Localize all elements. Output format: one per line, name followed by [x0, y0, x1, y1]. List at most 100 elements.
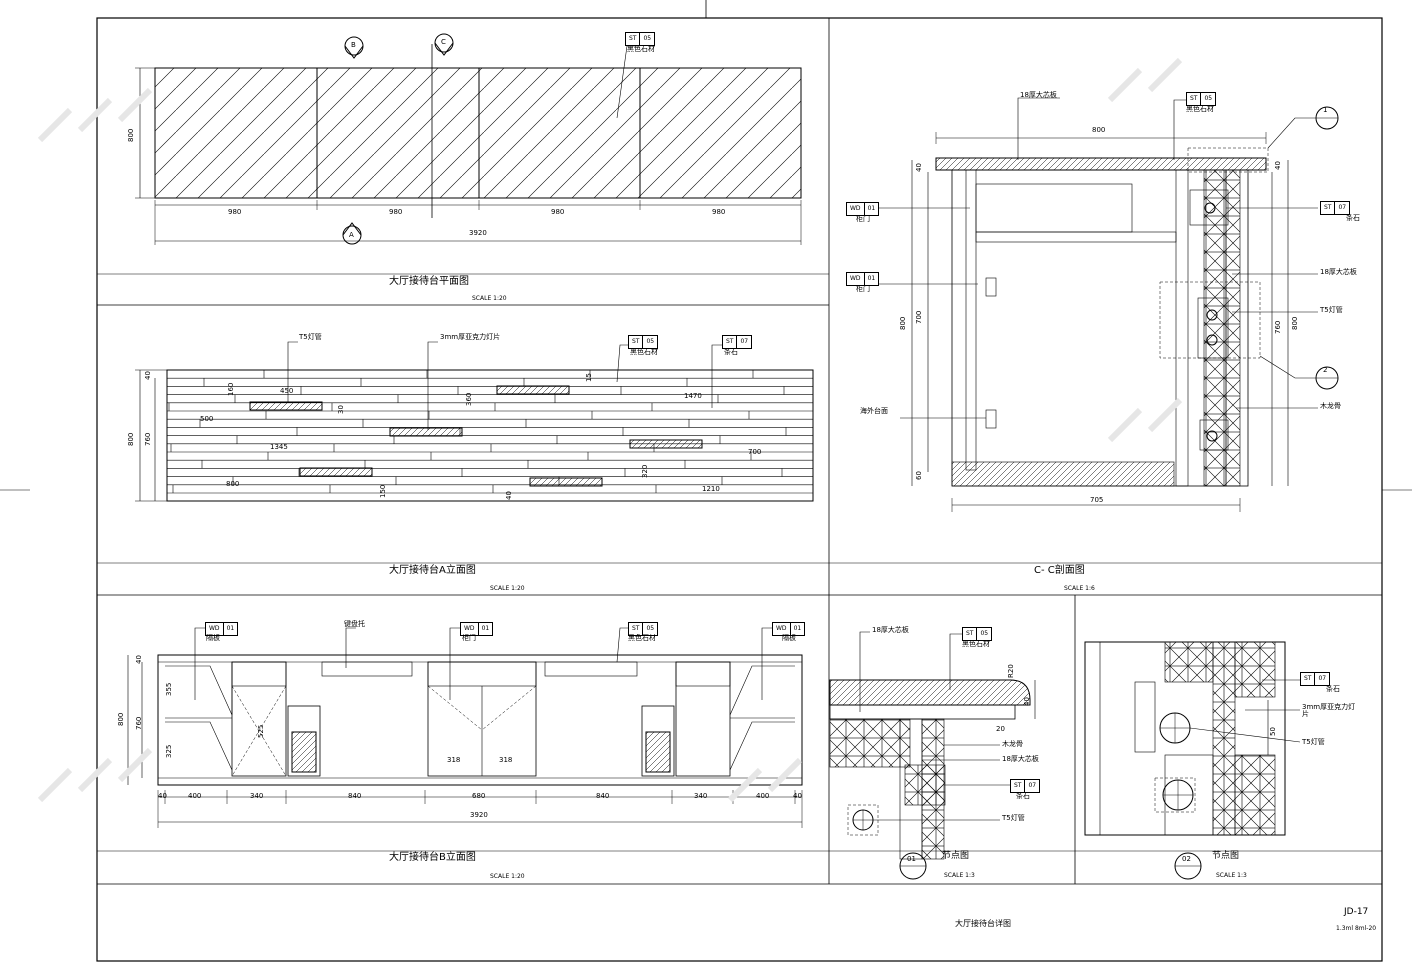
tag-code: WD — [206, 623, 224, 635]
tag-code: ST — [629, 623, 644, 635]
plan-height-dim: 800 — [127, 128, 135, 142]
tag-number: 05 — [646, 338, 655, 345]
tag-code: ST — [1321, 202, 1336, 214]
plan-total-dim: 3920 — [469, 229, 487, 237]
elev-b-tag-wd01-b: WD 01 — [460, 622, 494, 636]
plan-view — [135, 33, 802, 245]
d2-number: 02 — [1182, 855, 1191, 863]
elev-a-dim-1210: 1210 — [702, 485, 720, 493]
section-mark-b: B — [351, 41, 356, 49]
elev-b-dim-318-l: 318 — [447, 756, 461, 764]
plan-material-label: 黑色石材 — [627, 45, 655, 53]
elev-a-dim-40: 40 — [505, 491, 513, 500]
cc-dim-40: 40 — [915, 163, 923, 172]
elev-b-tag-st05: ST 05 — [628, 622, 659, 636]
cc-note-keel: 木龙骨 — [1320, 402, 1341, 410]
elev-a-dim-320: 320 — [641, 464, 649, 478]
elev-a-tag-st05: ST 05 — [628, 335, 659, 349]
cc-note-board: 18厚大芯板 — [1020, 91, 1057, 99]
detail-01-view — [829, 631, 1036, 880]
cc-circle-2: 2 — [1323, 366, 1328, 374]
elev-b-height-800: 800 — [117, 712, 125, 726]
cc-dim-height: 800 — [899, 316, 907, 330]
cc-dim-760: 760 — [1274, 320, 1282, 334]
elev-b-scale: SCALE 1:20 — [490, 873, 525, 880]
cc-note-door-a: 柜门 — [856, 215, 870, 223]
elev-b-tag-wd01-a: WD 01 — [205, 622, 239, 636]
d1-tag-st07: ST 07 — [1010, 779, 1041, 793]
elev-a-dim-1345: 1345 — [270, 443, 288, 451]
elev-b-note-stone: 黑色石材 — [628, 634, 656, 642]
cc-note-stone: 黑色石材 — [1186, 105, 1214, 113]
elev-b-height-760: 760 — [135, 716, 143, 730]
elev-a-note-t5: T5灯管 — [299, 333, 322, 341]
elev-b-height-40: 40 — [135, 655, 143, 664]
tag-code: ST — [1187, 93, 1202, 105]
elev-b-height-525: 525 — [257, 724, 265, 738]
cc-circle-1: 1 — [1323, 106, 1328, 114]
tag-code: ST — [626, 33, 641, 45]
d2-dim-50: 50 — [1269, 727, 1277, 736]
plan-material-tag: ST 05 — [625, 32, 656, 46]
tag-code: ST — [1011, 780, 1026, 792]
tag-number: 07 — [1338, 204, 1347, 211]
cc-dim-40r: 40 — [1274, 161, 1282, 170]
tag-number: 07 — [1318, 675, 1327, 682]
d1-dim-20: 20 — [996, 725, 1005, 733]
d2-note-t5: T5灯管 — [1302, 738, 1325, 746]
elev-a-dim-15: 15 — [585, 373, 593, 382]
tag-code: ST — [629, 336, 644, 348]
elev-b-dim-340-l: 340 — [250, 792, 264, 800]
plan-title: 大厅接待台平面图 — [389, 276, 469, 287]
cc-note-t5: T5灯管 — [1320, 306, 1343, 314]
section-mark-a: A — [349, 231, 354, 239]
elev-a-height: 800 — [127, 432, 135, 446]
elev-a-top: 40 — [144, 371, 152, 380]
d1-number: 01 — [907, 855, 916, 863]
elev-a-dim-700: 700 — [748, 448, 762, 456]
d1-note-board-2: 18厚大芯板 — [1002, 755, 1039, 763]
elev-b-note-shelf-b: 隔板 — [782, 634, 796, 642]
d1-note-t5: T5灯管 — [1002, 814, 1025, 822]
tag-number: 01 — [793, 625, 802, 632]
elev-a-dim-360: 360 — [465, 392, 473, 406]
elev-a-note-stone: 黑色石材 — [630, 348, 658, 356]
plan-dim-4: 980 — [712, 208, 726, 216]
tag-code: ST — [963, 628, 978, 640]
cc-note-strip: 条石 — [1346, 214, 1360, 222]
tag-number: 07 — [740, 338, 749, 345]
elev-b-dim-340-r: 340 — [694, 792, 708, 800]
elev-a-dim-450: 450 — [280, 387, 294, 395]
d2-note-acrylic: 3mm厚亚克力灯片 — [1302, 703, 1356, 718]
d1-scale: SCALE 1:3 — [944, 872, 975, 879]
d1-tag-st05: ST 05 — [962, 627, 993, 641]
tag-number: 05 — [646, 625, 655, 632]
plan-dim-2: 980 — [389, 208, 403, 216]
plan-scale: SCALE 1:20 — [472, 295, 507, 302]
elev-b-title: 大厅接待台B立面图 — [389, 852, 476, 863]
elev-b-height-355: 355 — [165, 682, 173, 696]
d1-note-keel: 木龙骨 — [1002, 740, 1023, 748]
cc-tag-st07: ST 07 — [1320, 201, 1351, 215]
elev-b-height-325: 325 — [165, 744, 173, 758]
sheet-title: 大厅接待台详图 — [955, 919, 1011, 928]
elev-a-dim-30: 30 — [337, 405, 345, 414]
d1-note-board: 18厚大芯板 — [872, 626, 909, 634]
cc-dim-800r: 800 — [1291, 316, 1299, 330]
d2-scale: SCALE 1:3 — [1216, 872, 1247, 879]
elev-a-dim-1470: 1470 — [684, 392, 702, 400]
d1-dim-40: 40 — [1023, 697, 1031, 706]
cc-note-door-b: 柜门 — [856, 285, 870, 293]
elev-a-tag-st07: ST 07 — [722, 335, 753, 349]
elev-b-dim-400-l: 400 — [188, 792, 202, 800]
tag-code: WD — [461, 623, 479, 635]
tag-number: 01 — [867, 205, 876, 212]
elev-b-dim-40-r: 40 — [793, 792, 802, 800]
elevation-b-view — [127, 627, 803, 828]
elev-b-dim-840-l: 840 — [348, 792, 362, 800]
elev-b-dim-400-r: 400 — [756, 792, 770, 800]
d2-note-strip: 条石 — [1326, 685, 1340, 693]
plan-dim-1: 980 — [228, 208, 242, 216]
tag-number: 01 — [226, 625, 235, 632]
cc-dim-705: 705 — [1090, 496, 1104, 504]
